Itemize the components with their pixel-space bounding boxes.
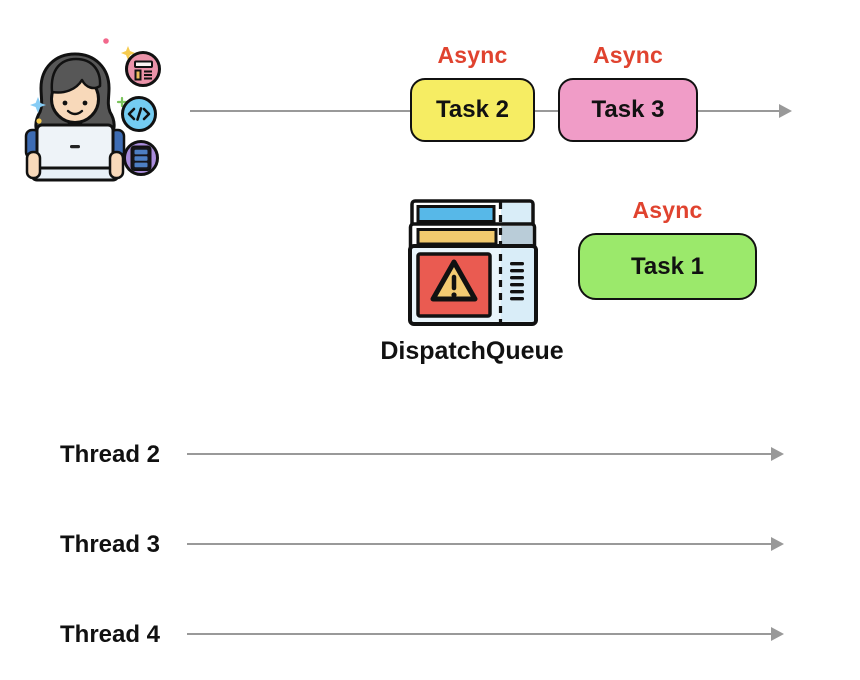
bangs — [50, 57, 102, 94]
main-queue-arrowhead-icon — [779, 104, 792, 118]
laptop-lid — [35, 123, 115, 174]
server-stack-icon — [123, 140, 159, 176]
thread4-label: Thread 4 — [60, 621, 161, 648]
task2-box: Task 2 — [410, 78, 535, 142]
sparkle-pink-dot — [103, 38, 109, 44]
code-icon — [121, 96, 157, 132]
async-label-task1: Async — [632, 197, 703, 223]
thread2-timeline — [187, 453, 773, 455]
thread3-arrowhead-icon — [771, 537, 784, 551]
thread2-label: Thread 2 — [60, 441, 161, 468]
thread4-timeline — [187, 633, 773, 635]
task1-label: Task 1 — [631, 252, 704, 280]
sparkle-blue-star — [30, 97, 46, 113]
laptop-base — [30, 166, 120, 182]
task1-box: Task 1 — [578, 233, 757, 300]
thread3-timeline — [187, 543, 773, 545]
task3-box: Task 3 — [558, 78, 698, 142]
async-label-task3: Async — [592, 42, 664, 68]
sparkle-yellow-dot — [36, 118, 42, 124]
thread4-arrowhead-icon — [771, 627, 784, 641]
form-icon — [125, 51, 161, 87]
ticket-queue-icon — [408, 199, 538, 326]
thread3-label: Thread 3 — [60, 531, 161, 558]
developer-woman-laptop-illustration — [24, 38, 161, 182]
task3-label: Task 3 — [591, 96, 665, 123]
thread2-arrowhead-icon — [771, 447, 784, 461]
sparkle-green-plus — [116, 96, 128, 108]
task2-label: Task 2 — [436, 96, 509, 123]
async-label-task2: Async — [437, 42, 508, 68]
sparkle-yellow-star — [121, 46, 135, 60]
dispatch-queue-label: DispatchQueue — [380, 337, 564, 365]
barcode-bars — [510, 262, 524, 301]
